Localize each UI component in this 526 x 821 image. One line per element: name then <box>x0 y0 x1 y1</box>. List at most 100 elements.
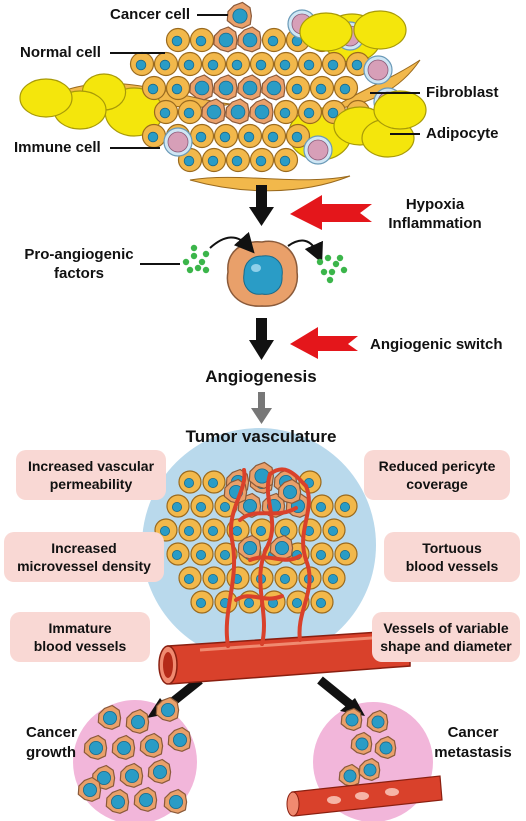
normal-cell <box>261 123 287 149</box>
normal-cell <box>273 147 299 173</box>
growth-factor-dot <box>202 250 210 258</box>
normal-cell <box>322 566 346 590</box>
cancer-cell <box>213 74 238 101</box>
label-cancer-growth-2: growth <box>26 744 76 761</box>
label-cancer-metastasis-2: metastasis <box>434 744 512 761</box>
normal-cell <box>214 590 238 614</box>
feature-line: Tortuous <box>422 540 482 556</box>
label-pro-angiogenic: Pro-angiogenic <box>24 246 134 263</box>
normal-cell <box>201 51 227 77</box>
cancer-cell <box>237 534 262 560</box>
normal-cell <box>129 51 155 77</box>
normal-cell <box>202 470 226 494</box>
normal-cell <box>178 566 202 590</box>
immune-cell <box>163 127 193 157</box>
cancer-growth-cluster <box>77 696 192 814</box>
adipocyte-cell <box>299 12 353 52</box>
normal-cell <box>238 590 262 614</box>
feature-line: coverage <box>406 476 468 492</box>
cancer-cell <box>163 788 188 814</box>
growth-factor-dot <box>324 254 332 262</box>
cancer-cell <box>139 732 164 758</box>
normal-cell <box>141 123 167 149</box>
normal-cell <box>285 75 311 101</box>
normal-cell <box>213 123 239 149</box>
normal-cell <box>190 494 214 518</box>
normal-cell <box>202 566 226 590</box>
cancer-cell <box>237 26 262 53</box>
cancer-cell <box>97 704 122 730</box>
normal-cell <box>285 123 311 149</box>
growth-factor-dot <box>336 254 344 262</box>
cancer-cell <box>366 709 389 734</box>
feature-line: Reduced pericyte <box>378 458 496 474</box>
normal-cell <box>310 542 334 566</box>
growth-factor-dots <box>182 244 348 284</box>
label-adipocyte: Adipocyte <box>426 125 499 142</box>
normal-cell <box>201 147 227 173</box>
normal-cell <box>165 75 191 101</box>
normal-cell <box>165 27 191 53</box>
normal-cell <box>274 566 298 590</box>
cancer-cell <box>269 534 294 560</box>
growth-factor-dot <box>320 268 328 276</box>
feature-line: shape and diameter <box>380 638 512 654</box>
normal-cell <box>261 27 287 53</box>
metastasis-blood-vessel <box>286 775 443 817</box>
cancer-cell <box>358 757 381 782</box>
label-normal-cell: Normal cell <box>20 44 101 61</box>
label-hypoxia: Hypoxia <box>405 196 465 213</box>
stimulus-arrow-hypoxia <box>290 195 372 230</box>
cancer-cell <box>340 707 363 732</box>
cancer-cell <box>155 696 180 722</box>
normal-cell <box>322 518 346 542</box>
feature-line: Immature <box>48 620 112 636</box>
normal-cell <box>237 123 263 149</box>
cancer-cell <box>105 788 130 814</box>
normal-cell <box>166 542 190 566</box>
label-cancer-cell: Cancer cell <box>110 6 191 23</box>
feature-line: blood vessels <box>33 638 127 654</box>
growth-factor-dot <box>182 258 190 266</box>
normal-cell <box>333 75 359 101</box>
adipocyte-cell <box>19 78 73 118</box>
growth-factor-dot <box>202 266 210 274</box>
growth-factor-dot <box>186 266 194 274</box>
cancer-cell <box>374 735 397 760</box>
cancer-cell <box>167 726 192 752</box>
normal-cell <box>178 470 202 494</box>
stimulus-arrow-switch <box>290 327 358 359</box>
cancer-cell <box>277 478 302 504</box>
cancer-cell <box>201 98 226 125</box>
immune-cell <box>303 135 333 165</box>
cancer-metastasis-cluster <box>338 707 397 788</box>
normal-cell <box>189 27 215 53</box>
tortuous-vessel-branches <box>224 467 312 648</box>
cancer-cell <box>133 786 158 812</box>
growth-background <box>73 700 197 821</box>
cancer-cell <box>111 734 136 760</box>
normal-cell <box>177 99 203 125</box>
normal-cell <box>189 123 215 149</box>
cancer-cell <box>189 74 214 101</box>
normal-cell <box>225 147 251 173</box>
normal-cell <box>177 51 203 77</box>
leader-lines <box>110 14 420 265</box>
tumor-microenvironment-cluster <box>19 1 427 192</box>
cancer-cell <box>237 74 262 101</box>
normal-cell <box>310 590 334 614</box>
normal-cell <box>334 542 358 566</box>
normal-cell <box>153 99 179 125</box>
label-angiogenic-switch: Angiogenic switch <box>370 336 503 353</box>
label-cancer-growth-1: Cancer <box>26 724 77 741</box>
normal-cell <box>202 518 226 542</box>
growth-factor-dot <box>190 244 198 252</box>
growth-factor-dot <box>194 264 202 272</box>
label-tumor-vasculature: Tumor vasculature <box>185 427 337 446</box>
label-angiogenesis: Angiogenesis <box>205 367 317 386</box>
